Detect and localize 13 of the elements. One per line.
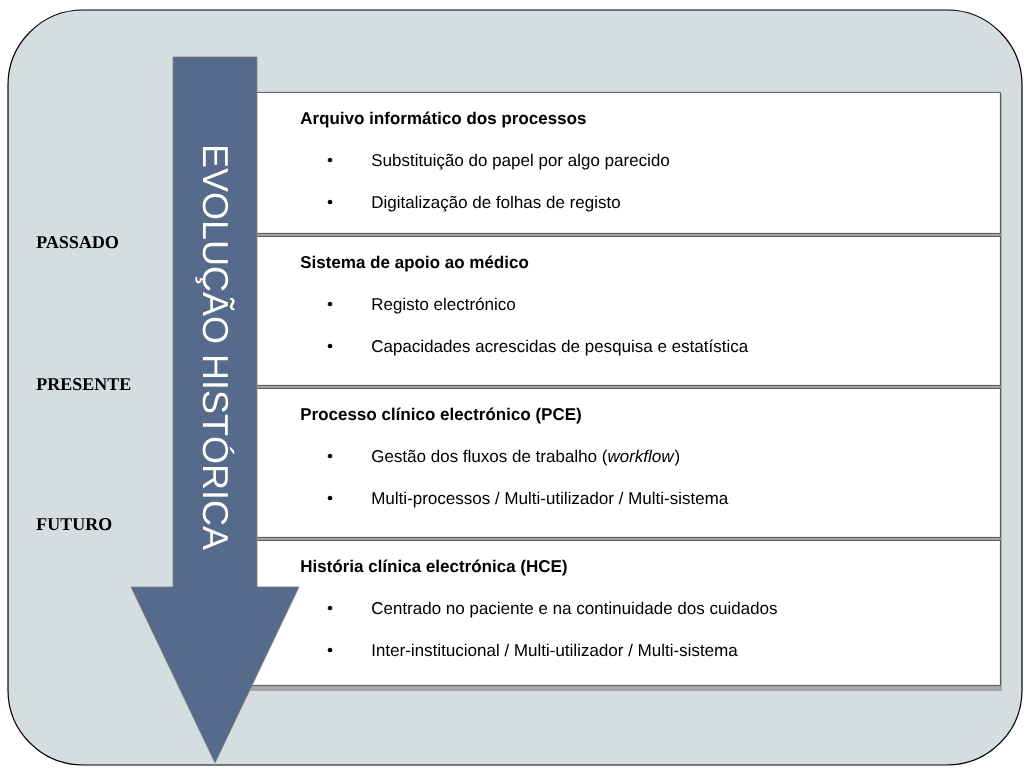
node-label: Sistema de apoio ao médico: [300, 255, 529, 272]
node-label: Gestão dos fluxos de trabalho (workflow): [372, 449, 680, 466]
node-label: Digitalização de folhas de registo: [372, 195, 620, 212]
node-label: Processo clínico electrónico (PCE): [301, 407, 581, 424]
node-label: Capacidades acrescidas de pesquisa e estatística: [372, 339, 749, 356]
time-label: FUTURO: [36, 518, 112, 531]
node-label: Centrado no paciente e na continuidade dos cuidados: [372, 601, 777, 618]
node-label: História clínica electrónica (HCE): [301, 559, 567, 576]
node-label: Multi-processos / Multi-utilizador / Multi-sistema: [372, 491, 729, 508]
node-label: Substituição do papel por algo parecido: [371, 153, 670, 170]
node-label: Arquivo informático dos processos: [300, 111, 586, 128]
node-label: Inter-institucional / Multi-utilizador / Multi-sistema: [372, 643, 738, 657]
node-label: Registo electrónico: [372, 297, 516, 314]
